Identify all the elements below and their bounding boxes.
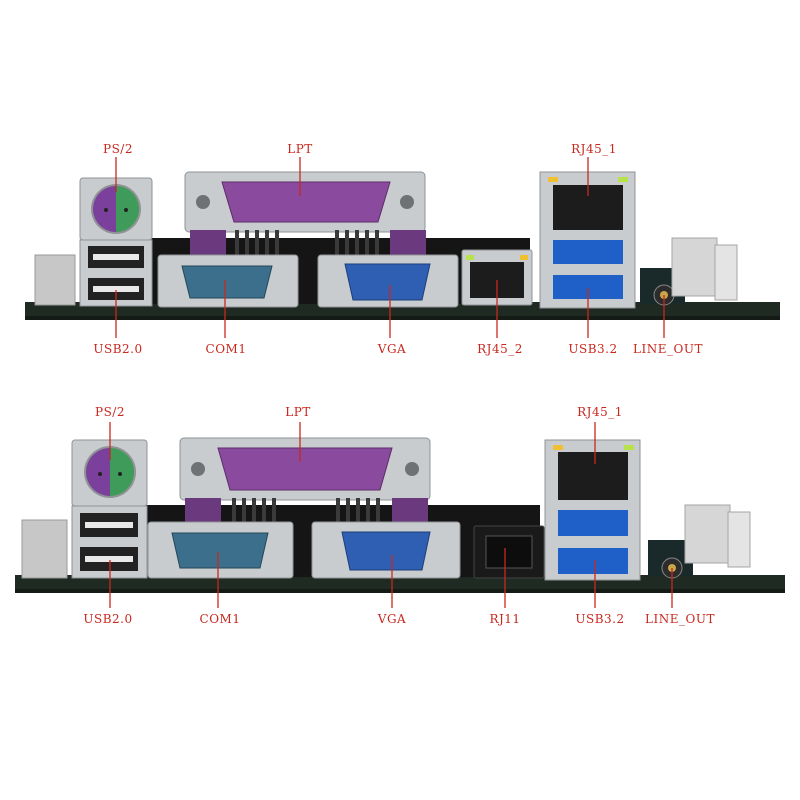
- label-rj45-1: RJ45_1: [571, 142, 617, 156]
- io-panel-top: PS/2 LPT RJ45_1 USB2.0 COM1 VGA RJ45_2 U…: [0, 130, 800, 450]
- leader-lines: [109, 422, 673, 608]
- label-vga: VGA: [377, 612, 407, 626]
- rj11-connector: [473, 525, 545, 579]
- rj45-1-usb3-stack: [539, 171, 636, 309]
- leader-lines: [115, 157, 665, 338]
- label-lpt: LPT: [285, 405, 311, 419]
- com1-connector: [147, 521, 294, 579]
- label-ps2: PS/2: [103, 142, 133, 156]
- lpt-heatsink: [235, 230, 379, 255]
- label-ps2: PS/2: [95, 405, 125, 419]
- audio-jack: [640, 237, 738, 306]
- label-com1: COM1: [205, 342, 247, 356]
- audio-jack: [648, 504, 751, 579]
- lpt-connector: [179, 437, 431, 528]
- rj45-1-usb3-stack: [544, 439, 641, 581]
- ps2-connector: [71, 439, 148, 507]
- vga-connector: [311, 521, 461, 579]
- label-line-out: LINE_OUT: [633, 342, 703, 356]
- label-lpt: LPT: [287, 142, 313, 156]
- left-bracket: [34, 254, 76, 306]
- io-panel-photo-bottom: [15, 422, 785, 608]
- label-vga: VGA: [377, 342, 407, 356]
- label-usb2: USB2.0: [83, 612, 133, 626]
- label-line-out: LINE_OUT: [645, 612, 715, 626]
- label-usb2: USB2.0: [93, 342, 143, 356]
- io-panel-photo-top: [25, 157, 780, 338]
- io-panel-bottom: PS/2 LPT RJ45_1 USB2.0 COM1 VGA RJ11 USB…: [0, 400, 800, 720]
- label-rj45-2: RJ45_2: [477, 342, 523, 356]
- vga-connector: [317, 254, 459, 308]
- left-bracket: [21, 519, 68, 579]
- lpt-heatsink: [232, 498, 380, 523]
- label-com1: COM1: [199, 612, 241, 626]
- label-usb3: USB3.2: [568, 342, 618, 356]
- com1-connector: [157, 254, 299, 308]
- label-rj45-1: RJ45_1: [577, 405, 623, 419]
- ps2-connector: [79, 177, 153, 241]
- label-usb3: USB3.2: [575, 612, 625, 626]
- usb2-stack: [79, 239, 153, 307]
- label-rj11: RJ11: [489, 612, 521, 626]
